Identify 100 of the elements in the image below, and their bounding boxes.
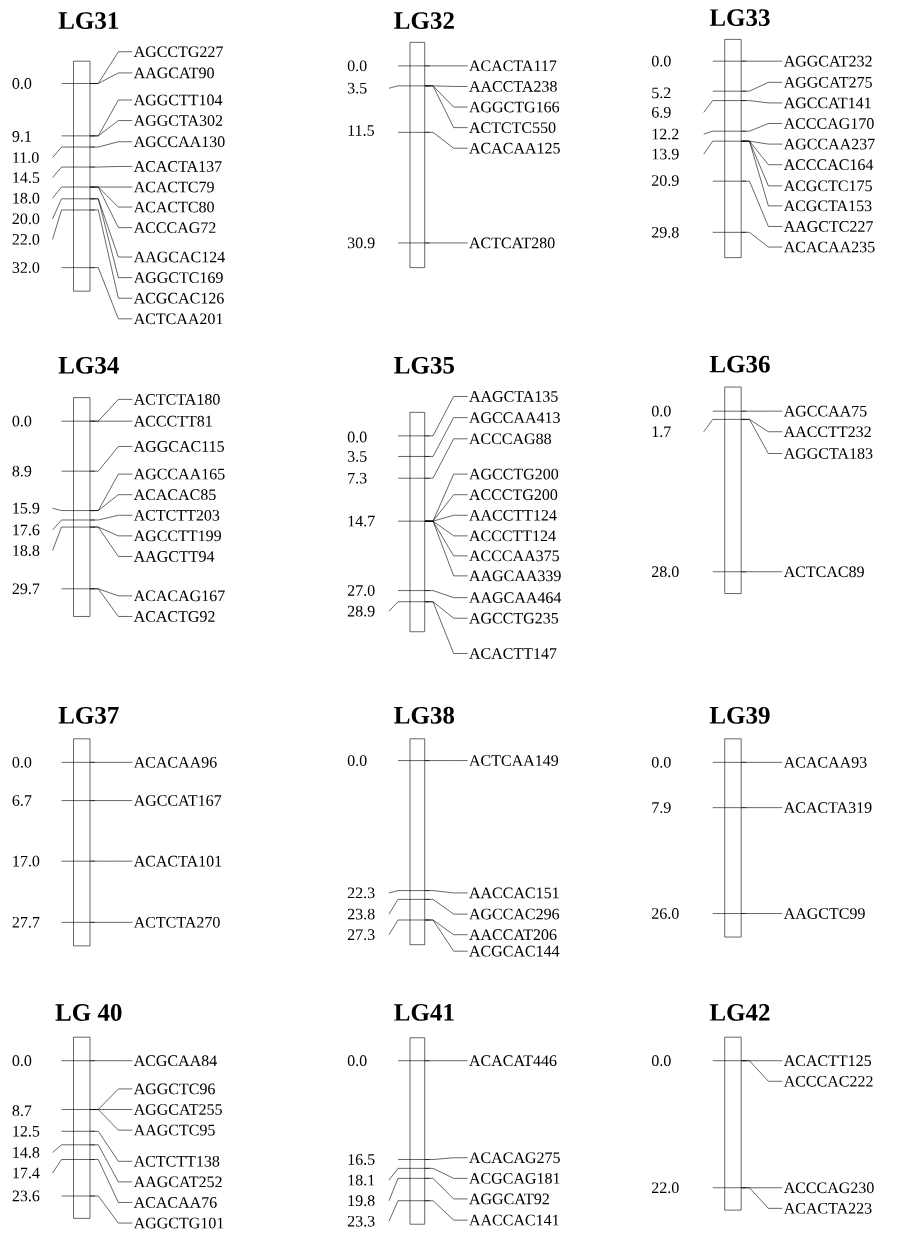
position-label: 3.5: [347, 82, 367, 94]
group-title: LG36: [709, 355, 770, 373]
leader-line: [90, 420, 133, 422]
marker-label: ACTCTT203: [133, 509, 220, 521]
position-label: 32.0: [12, 262, 40, 274]
marker-label: ACACAG275: [469, 1152, 560, 1164]
marker-label: ACTCTT138: [133, 1155, 220, 1167]
marker-label: AGCCAT167: [133, 795, 222, 806]
position-label: 0.0: [347, 431, 367, 443]
marker-label: AGGCAT255: [133, 1104, 222, 1115]
marker-label: AAGCAT90: [133, 67, 214, 79]
marker-label: AACCTA238: [469, 81, 557, 92]
position-label: 0.0: [651, 405, 671, 417]
leader-line: [90, 186, 133, 228]
marker-label: ACACTC79: [133, 181, 214, 193]
position-label: 15.9: [13, 502, 40, 514]
marker-label: ACACAA93: [783, 756, 867, 768]
leader-line: [424, 520, 468, 577]
marker-label: ACCCAC164: [783, 159, 874, 171]
chromosome-bar: [73, 1036, 91, 1219]
marker-label: ACTCTA270: [133, 916, 220, 928]
marker-label: AGGCTG166: [469, 101, 560, 113]
position-label: 18.0: [13, 192, 40, 204]
leader-line: [90, 588, 133, 617]
marker-label: AACCTT124: [469, 509, 557, 521]
marker-label: ACGCAC126: [133, 292, 224, 304]
leader-line: [90, 1109, 133, 1131]
leader-line: [90, 120, 133, 137]
marker-label: AAGCAT252: [133, 1176, 222, 1188]
leader-line: [741, 913, 783, 914]
position-label: 20.0: [12, 213, 40, 225]
leader-line: [90, 141, 133, 148]
marker-label: AGGCAT92: [469, 1193, 549, 1205]
leader-line: [741, 180, 783, 227]
marker-label: AACCAT206: [469, 929, 557, 941]
leader-line: [90, 515, 133, 521]
marker-label: AAGCAC124: [133, 251, 225, 263]
marker-label: ACCCTT81: [133, 415, 212, 427]
marker-label: AGCCAA237: [783, 138, 875, 150]
position-label: 14.8: [13, 1147, 40, 1158]
position-label: 27.3: [347, 929, 375, 941]
position-label: 0.0: [347, 755, 367, 766]
position-label: 28.0: [652, 566, 679, 578]
position-label: 23.8: [347, 908, 375, 920]
marker-label: AGCCAA413: [469, 412, 560, 423]
chromosome-bar: [73, 60, 91, 292]
group-title: LG32: [394, 12, 454, 29]
marker-label: AAGCAA464: [469, 592, 562, 603]
position-label: 12.5: [13, 1125, 40, 1137]
position-label: 17.4: [13, 1167, 40, 1179]
position-label: 0.0: [12, 415, 32, 427]
position-label: 0.0: [651, 55, 671, 67]
position-label: 20.9: [652, 175, 679, 186]
position-label: 19.8: [348, 1195, 375, 1207]
leader-line: [90, 72, 133, 84]
leader-line: [424, 1168, 468, 1179]
marker-label: AGGCAT232: [783, 55, 872, 67]
position-label: 30.9: [347, 237, 375, 249]
leader-line: [424, 65, 468, 67]
position-label: 11.5: [348, 125, 374, 136]
marker-label: ACACTA223: [783, 1203, 872, 1214]
marker-label: AGGCAT275: [783, 76, 872, 88]
leader-line: [90, 1060, 133, 1061]
marker-label: AGCCTG200: [469, 468, 559, 480]
marker-label: AGCCTG235: [469, 612, 559, 624]
marker-label: ACTCAT280: [469, 237, 555, 249]
marker-label: ACGCAA84: [133, 1055, 217, 1067]
marker-label: AAGCTA135: [469, 391, 558, 402]
leader-line: [90, 494, 133, 511]
leader-line: [90, 267, 133, 320]
position-label: 18.8: [13, 545, 40, 556]
marker-label: AGCCAA75: [783, 405, 867, 417]
marker-label: AGGCTA302: [133, 115, 223, 126]
marker-label: ACCCAA375: [469, 550, 559, 562]
marker-label: AAGCTT94: [133, 551, 215, 562]
position-label: 14.5: [13, 172, 40, 183]
position-label: 13.9: [652, 148, 679, 160]
chromosome-bar: [724, 738, 742, 938]
position-label: 8.7: [12, 1105, 32, 1117]
marker-label: AAGCAA339: [469, 570, 561, 582]
leader-line: [90, 860, 133, 862]
marker-label: ACTCTC550: [469, 122, 556, 134]
leader-line: [424, 1178, 468, 1200]
marker-label: ACTCTA180: [133, 394, 220, 405]
position-label: 5.2: [652, 87, 671, 99]
position-label: 0.0: [651, 756, 671, 768]
position-label: 23.6: [12, 1190, 40, 1202]
group-title: LG35: [394, 356, 454, 374]
marker-label: ACGCAC144: [469, 945, 560, 957]
marker-label: ACACTT125: [783, 1055, 872, 1067]
leader-line: [424, 899, 468, 915]
position-label: 7.9: [652, 802, 671, 814]
marker-label: ACCCAG230: [783, 1182, 874, 1194]
chromosome-bar: [409, 738, 425, 945]
leader-line: [424, 1060, 468, 1061]
chromosome-bar: [73, 397, 91, 617]
group-title: LG42: [709, 1004, 770, 1021]
leader-line: [90, 800, 133, 801]
leader-line: [424, 590, 468, 598]
position-label: 0.0: [12, 1055, 32, 1067]
